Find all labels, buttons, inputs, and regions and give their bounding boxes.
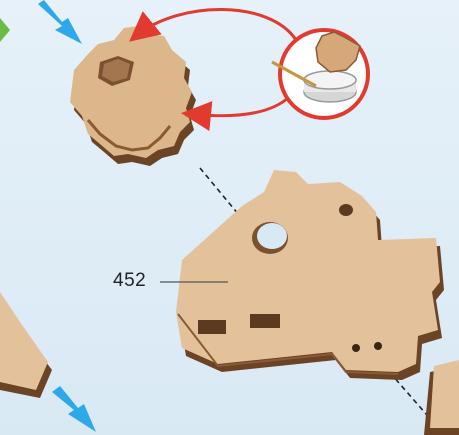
red-curved-arrow-icon (136, 9, 296, 40)
plate-part-452 (176, 170, 444, 380)
gear-part (70, 26, 196, 166)
blue-insert-arrow-icon (52, 386, 96, 432)
partial-wood-part (424, 360, 459, 435)
green-tab-icon (0, 18, 10, 42)
blue-insert-arrow-icon (38, 0, 82, 44)
red-curved-arrow-icon (190, 96, 290, 116)
partial-wood-part (0, 292, 52, 398)
part-number-label: 452 (113, 270, 146, 292)
glue-pot-icon (272, 30, 368, 118)
